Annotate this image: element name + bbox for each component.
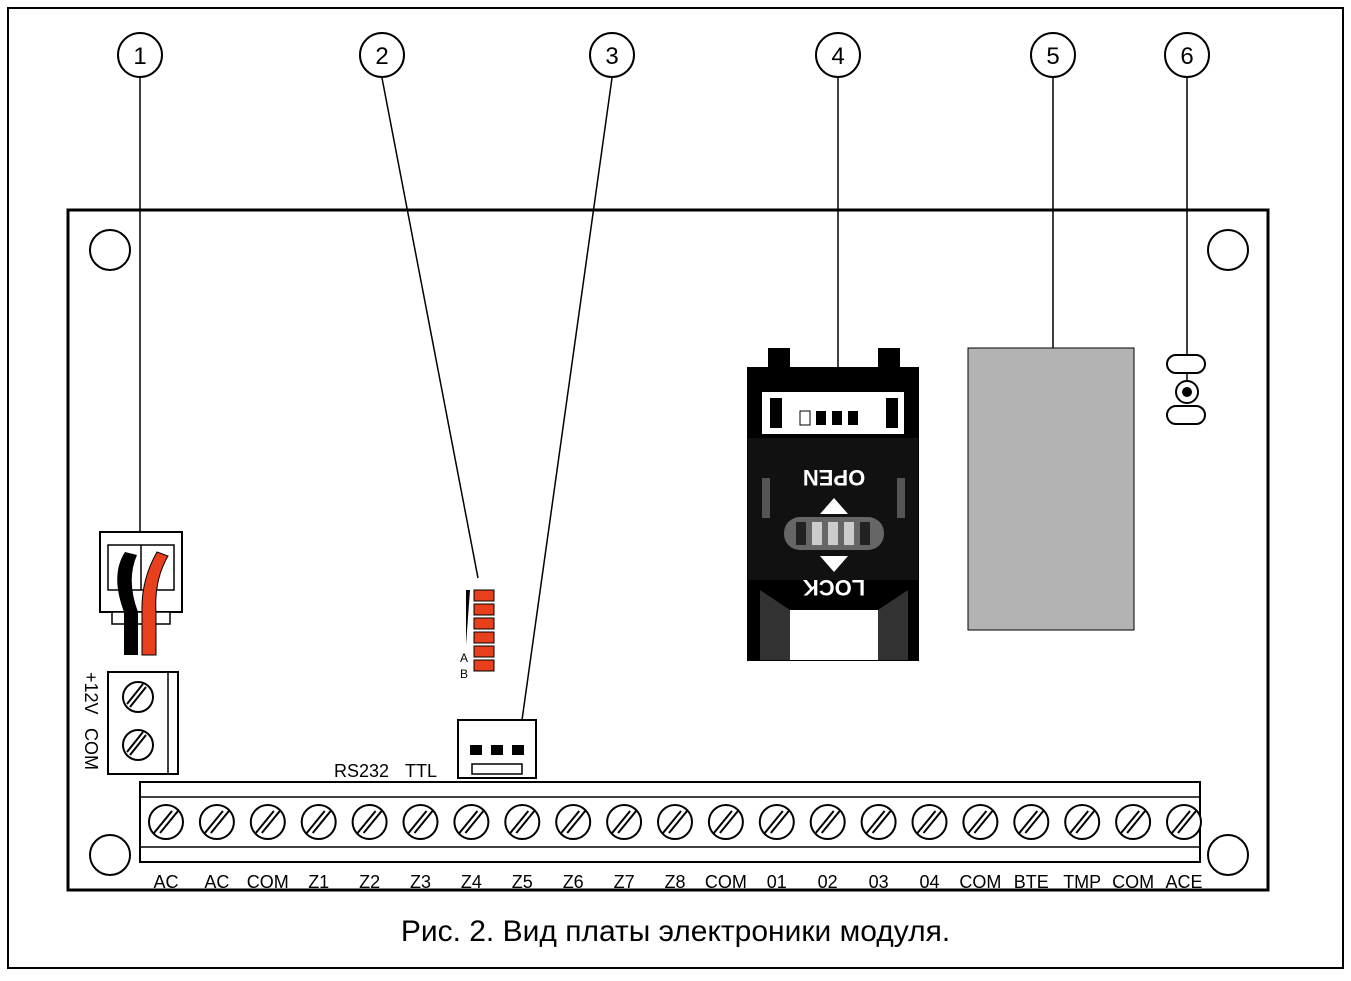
terminal-label: AC: [204, 872, 229, 892]
sim-lock-label: LOCK: [803, 575, 865, 600]
callout-3: 3: [589, 32, 635, 78]
terminal-screw: [606, 804, 643, 840]
port-label-ttl: TTL: [405, 761, 437, 781]
terminal-screw: [504, 804, 541, 840]
sim-open-label: OPEN: [803, 465, 865, 490]
port-label-rs232: RS232: [334, 761, 389, 781]
terminal-screw: [249, 804, 286, 840]
led-indicators: A B: [460, 589, 495, 681]
terminal-label: 02: [818, 872, 838, 892]
mounting-hole: [89, 834, 131, 876]
terminal-screw: [148, 804, 184, 840]
terminal-label: AC: [153, 872, 178, 892]
svg-text:1: 1: [133, 43, 146, 70]
power-label-12v: +12V: [81, 672, 101, 715]
mounting-hole: [1207, 834, 1249, 876]
terminal-screw: [1013, 804, 1050, 840]
callout-leaders: [139, 77, 1188, 721]
terminal-label: BTE: [1014, 872, 1049, 892]
gsm-module: [967, 347, 1135, 631]
terminal-label: Z2: [359, 872, 380, 892]
terminal-label: COM: [1112, 872, 1154, 892]
terminal-label: 04: [919, 872, 939, 892]
terminal-labels: AC AC COM Z1 Z2 Z3 Z4 Z5 Z6 Z7 Z8 COM 01 02 03 04 COM BTE…: [153, 872, 1202, 892]
terminal-screw: [1166, 804, 1202, 840]
terminal-label: Z8: [664, 872, 685, 892]
terminal-screw: [198, 804, 235, 840]
callout-5: 5: [1030, 32, 1076, 78]
sim-card-holder: OPEN LOCK: [747, 348, 919, 661]
terminal-screw: [657, 804, 693, 840]
rs232-ttl-port: [457, 719, 537, 779]
terminal-label: Z1: [308, 872, 329, 892]
callout-1: 1: [117, 32, 163, 78]
terminal-label: COM: [705, 872, 747, 892]
terminal-screw: [453, 804, 490, 840]
terminal-label: COM: [247, 872, 289, 892]
svg-text:4: 4: [831, 43, 844, 70]
terminal-label: ACE: [1165, 872, 1202, 892]
svg-text:6: 6: [1180, 43, 1193, 70]
terminal-screw: [911, 804, 948, 840]
battery-connector: [99, 531, 183, 656]
terminal-label: Z4: [461, 872, 482, 892]
svg-text:2: 2: [375, 43, 388, 70]
callout-6: 6: [1164, 32, 1210, 78]
terminal-label: Z7: [614, 872, 635, 892]
terminal-label: Z3: [410, 872, 431, 892]
power-label-com: COM: [81, 728, 101, 770]
power-terminal-block: [107, 671, 179, 775]
terminal-screw: [809, 804, 846, 840]
antenna-connector: [1166, 354, 1206, 425]
terminal-screw: [962, 804, 999, 840]
figure-caption: Рис. 2. Вид платы электроники модуля.: [400, 915, 951, 948]
terminal-screw: [1115, 804, 1152, 840]
terminal-screw: [402, 804, 439, 840]
outer-frame: [7, 7, 1344, 969]
mounting-hole: [89, 229, 131, 271]
terminal-screw: [707, 804, 744, 840]
terminal-label: Z6: [563, 872, 584, 892]
terminal-label: 03: [869, 872, 889, 892]
led-label-b: B: [460, 667, 468, 681]
terminal-label: Z5: [512, 872, 533, 892]
black-wire: [117, 552, 138, 655]
svg-text:3: 3: [605, 43, 618, 70]
terminal-screw: [351, 804, 388, 840]
mounting-hole: [1207, 229, 1249, 271]
svg-text:5: 5: [1046, 43, 1059, 70]
terminal-screw: [758, 804, 795, 840]
main-terminal-block: [139, 781, 1202, 863]
led-label-a: A: [460, 651, 468, 665]
terminal-label: COM: [959, 872, 1001, 892]
red-wire: [141, 551, 169, 656]
callout-2: 2: [359, 32, 405, 78]
callout-4: 4: [815, 32, 861, 78]
terminal-screw: [555, 804, 592, 840]
terminal-screw: [1064, 804, 1101, 840]
terminal-label: 01: [767, 872, 787, 892]
terminal-screw: [860, 804, 897, 840]
terminal-label: TMP: [1063, 872, 1101, 892]
terminal-screw: [300, 804, 337, 840]
